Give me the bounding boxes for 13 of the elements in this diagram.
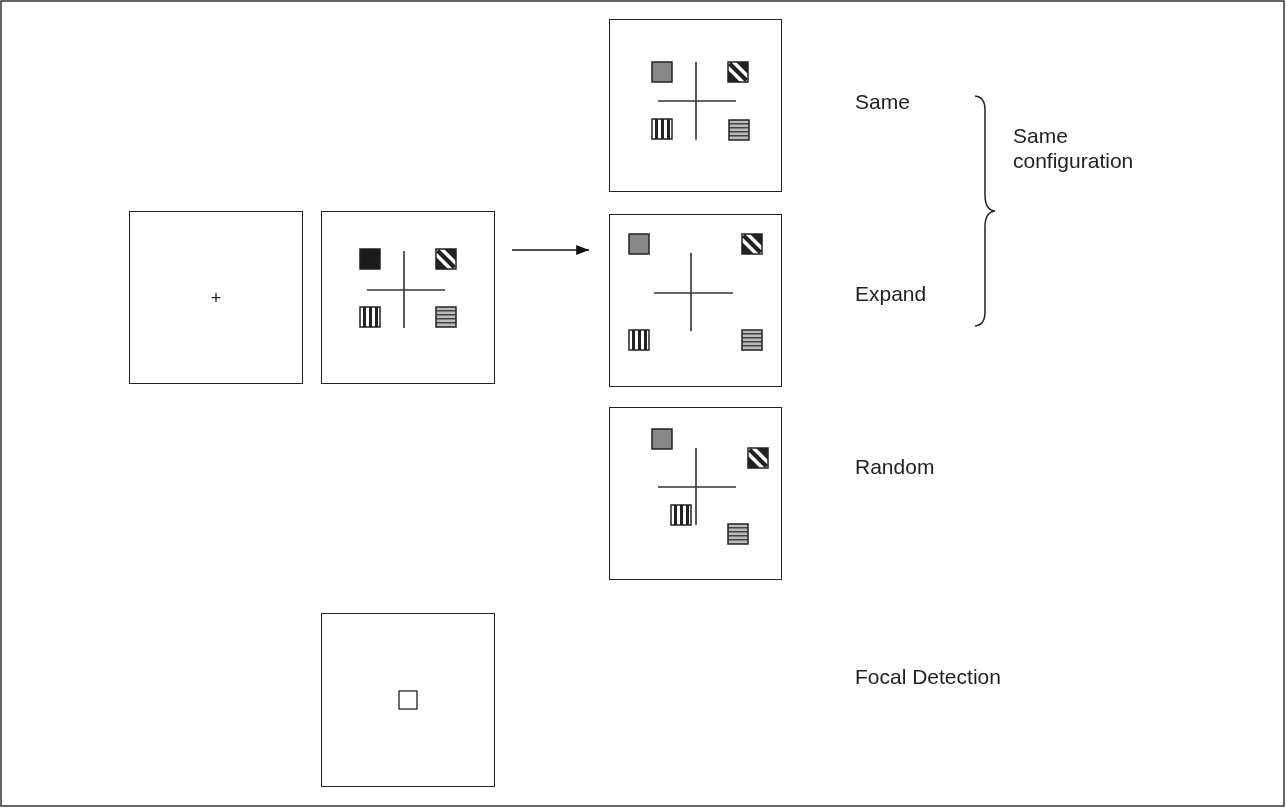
condition-label: Focal Detection [855, 664, 1001, 689]
display-frame [609, 19, 782, 192]
arrow [511, 244, 590, 256]
condition-label: Random [855, 454, 935, 479]
display-frame [609, 214, 782, 387]
condition-label: Expand [855, 281, 927, 306]
display-frame [321, 211, 495, 384]
condition-label: Same configuration [1013, 123, 1135, 173]
display-frame [321, 613, 495, 787]
condition-label: Same [855, 89, 910, 114]
display-frame [609, 407, 782, 580]
display-frame [129, 211, 303, 384]
fixation-cross: + [210, 287, 222, 308]
